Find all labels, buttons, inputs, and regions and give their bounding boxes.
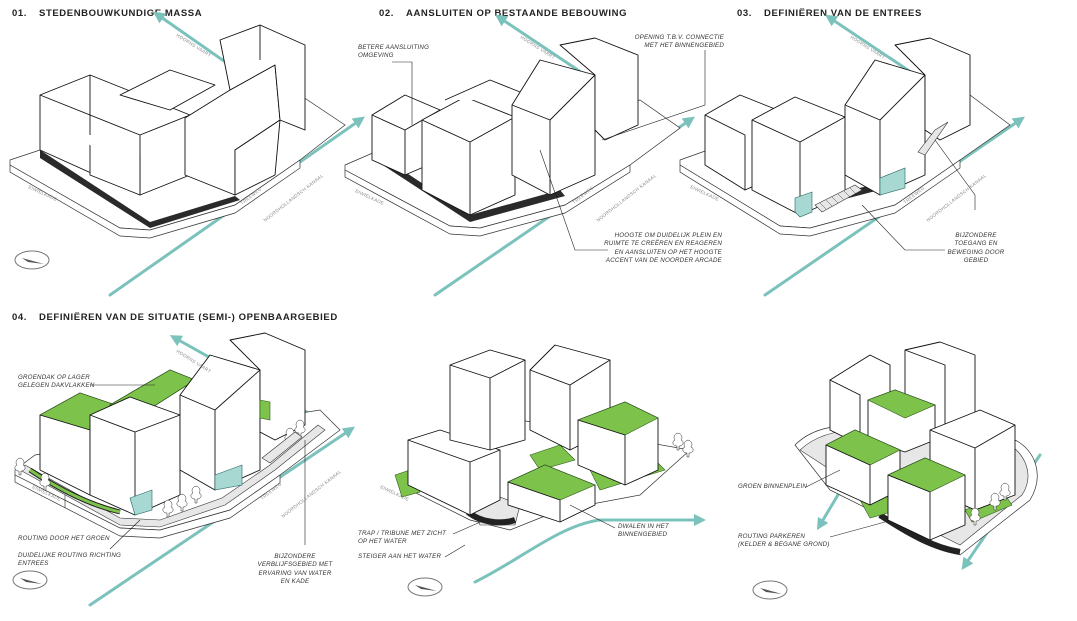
step-title-text: AANSLUITEN OP BESTAANDE BEBOUWING bbox=[406, 8, 628, 19]
annotation-bijzondere-toegang: BIJZONDERE TOEGANG EN BEWEGING DOOR GEBI… bbox=[946, 232, 1006, 265]
annotation-steiger: STEIGER AAN HET WATER bbox=[358, 553, 441, 561]
annotation-leader bbox=[444, 544, 466, 558]
step-title-text: DEFINIËREN VAN DE SITUATIE (SEMI-) OPENB… bbox=[39, 312, 338, 323]
annotation-line: TOEGANG EN bbox=[954, 240, 998, 248]
annotation-line: STEIGER AAN HET WATER bbox=[358, 553, 442, 560]
entrance-marker bbox=[129, 489, 153, 516]
street-label: HOORNS VAART bbox=[849, 35, 886, 60]
step-title-text: STEDENBOUWKUNDIGE MASSA bbox=[39, 8, 203, 19]
panel-5-waterfront: EIWIELKADE bbox=[380, 344, 706, 597]
annotation-verblijfsgebied: BIJZONDERE VERBLIJFSGEBIED MET ERVARING … bbox=[252, 553, 338, 586]
north-arrow-icon bbox=[752, 580, 788, 600]
annotation-leader bbox=[829, 521, 886, 538]
annotation-leader bbox=[569, 504, 616, 529]
annotation-leader bbox=[805, 469, 841, 488]
entrance-marker bbox=[214, 464, 243, 491]
north-arrow-icon bbox=[14, 250, 50, 270]
street-label: HOORNS VAART bbox=[519, 35, 556, 60]
annotation-line: DWALEN IN HET bbox=[618, 523, 669, 530]
entrance-marker bbox=[879, 167, 906, 196]
route-arrow-icon bbox=[473, 514, 706, 584]
annotation-routing-groen: ROUTING DOOR HET GROEN bbox=[18, 535, 110, 543]
annotation-line: MET HET BINNENGEBIED bbox=[644, 42, 724, 50]
annotation-line: GROEN BINNENPLEIN bbox=[738, 483, 808, 490]
annotation-leader bbox=[539, 149, 608, 251]
annotation-line: EN AANSLUITEN OP HET HOOGTE bbox=[614, 248, 722, 256]
annotation-leader bbox=[861, 204, 945, 251]
step-1-title: 01. STEDENBOUWKUNDIGE MASSA bbox=[12, 8, 202, 19]
entrance-marker bbox=[794, 191, 813, 218]
step-number: 01. bbox=[12, 8, 28, 19]
panel-3-entrances: HOORNS VAART EIWIELKADE TREEWEG NOORDHOL… bbox=[679, 14, 1025, 297]
annotation-line: EN KADE bbox=[280, 578, 310, 586]
annotation-leader bbox=[392, 61, 413, 125]
annotation-leader bbox=[452, 519, 486, 535]
annotation-leader bbox=[934, 139, 976, 210]
annotation-line: GELEGEN DAKVLAKKEN bbox=[18, 382, 95, 390]
annotation-line: ERVARING VAN WATER bbox=[258, 569, 332, 577]
annotation-line: (KELDER & BEGANE GROND) bbox=[738, 541, 830, 549]
annotation-line: ROUTING PARKEREN bbox=[738, 533, 806, 540]
annotation-line: OP HET WATER bbox=[358, 538, 407, 546]
step-4-title: 04. DEFINIËREN VAN DE SITUATIE (SEMI-) OP… bbox=[12, 312, 338, 323]
annotation-line: GROENDAK OP LAGER bbox=[18, 374, 90, 381]
annotation-groendak: GROENDAK OP LAGER GELEGEN DAKVLAKKEN bbox=[18, 374, 95, 391]
annotation-dwalen: DWALEN IN HET BINNENGEBIED bbox=[618, 523, 669, 540]
annotation-line: ENTREES bbox=[18, 560, 49, 568]
annotation-hoogte: HOOGTE OM DUIDELIJK PLEIN EN RUIMTE TE C… bbox=[586, 232, 722, 265]
annotation-leader bbox=[109, 519, 141, 550]
annotation-line: OMGEVING bbox=[358, 52, 394, 60]
step-number: 02. bbox=[379, 8, 395, 19]
annotation-line: BIJZONDERE bbox=[955, 232, 997, 239]
annotation-duidelijke-routing: DUIDELIJKE ROUTING RICHTING ENTREES bbox=[18, 552, 121, 569]
step-number: 03. bbox=[737, 8, 753, 19]
annotation-line: OPENING T.B.V. CONNECTIE bbox=[634, 34, 724, 41]
step-number: 04. bbox=[12, 312, 28, 323]
green-roof bbox=[867, 389, 936, 419]
annotation-betere-aansluiting: BETERE AANSLUITING OMGEVING bbox=[358, 44, 429, 61]
panel-4-public-space: HOORNS VAART EIWIELKADE TREEWEG NOORDHOL… bbox=[12, 332, 355, 607]
street-label: HOORNS VAART bbox=[175, 33, 212, 58]
annotation-routing-parkeren: ROUTING PARKEREN (KELDER & BEGANE GROND) bbox=[738, 533, 830, 550]
north-arrow-icon bbox=[12, 570, 48, 590]
annotation-binnenplein: GROEN BINNENPLEIN bbox=[738, 483, 807, 491]
annotation-line: ROUTING DOOR HET GROEN bbox=[18, 535, 110, 542]
annotation-line: BINNENGEBIED bbox=[618, 531, 668, 539]
annotation-line: VERBLIJFSGEBIED MET bbox=[257, 561, 333, 569]
panel-1-massing: HOORNS VAART EIWIELKADE TREEWEG NOORDHOL… bbox=[9, 11, 365, 297]
panel-6-inner-court bbox=[752, 341, 1042, 600]
annotation-line: ACCENT VAN DE NOORDER ARCADE bbox=[605, 257, 722, 265]
annotation-line: BEWEGING DOOR bbox=[947, 248, 1005, 256]
annotation-line: BIJZONDERE bbox=[274, 553, 316, 560]
step-3-title: 03. DEFINIËREN VAN DE ENTREES bbox=[737, 8, 922, 19]
annotation-line: BETERE AANSLUITING bbox=[358, 44, 430, 51]
annotation-trap-tribune: TRAP / TRIBUNE MET ZICHT OP HET WATER bbox=[358, 530, 446, 547]
annotation-line: HOOGTE OM DUIDELIJK PLEIN EN bbox=[614, 232, 722, 239]
annotation-line: RUIMTE TE CREËREN EN REAGEREN bbox=[604, 240, 722, 248]
street-label: NOORDHOLLANDSCH KANAAL bbox=[281, 469, 343, 519]
annotation-line: GEBIED bbox=[963, 257, 989, 265]
north-arrow-icon bbox=[407, 577, 443, 597]
annotation-line: DUIDELIJKE ROUTING RICHTING bbox=[18, 552, 122, 559]
annotation-leader bbox=[601, 50, 706, 141]
step-2-title: 02. AANSLUITEN OP BESTAANDE BEBOUWING bbox=[379, 8, 627, 19]
step-title-text: DEFINIËREN VAN DE ENTREES bbox=[764, 8, 922, 19]
annotation-opening: OPENING T.B.V. CONNECTIE MET HET BINNENG… bbox=[600, 34, 724, 51]
annotation-line: TRAP / TRIBUNE MET ZICHT bbox=[358, 530, 447, 537]
panel-2-adjacency: HOORNS VAART EIWIELKADE TREEWEG NOORDHOL… bbox=[344, 14, 706, 297]
